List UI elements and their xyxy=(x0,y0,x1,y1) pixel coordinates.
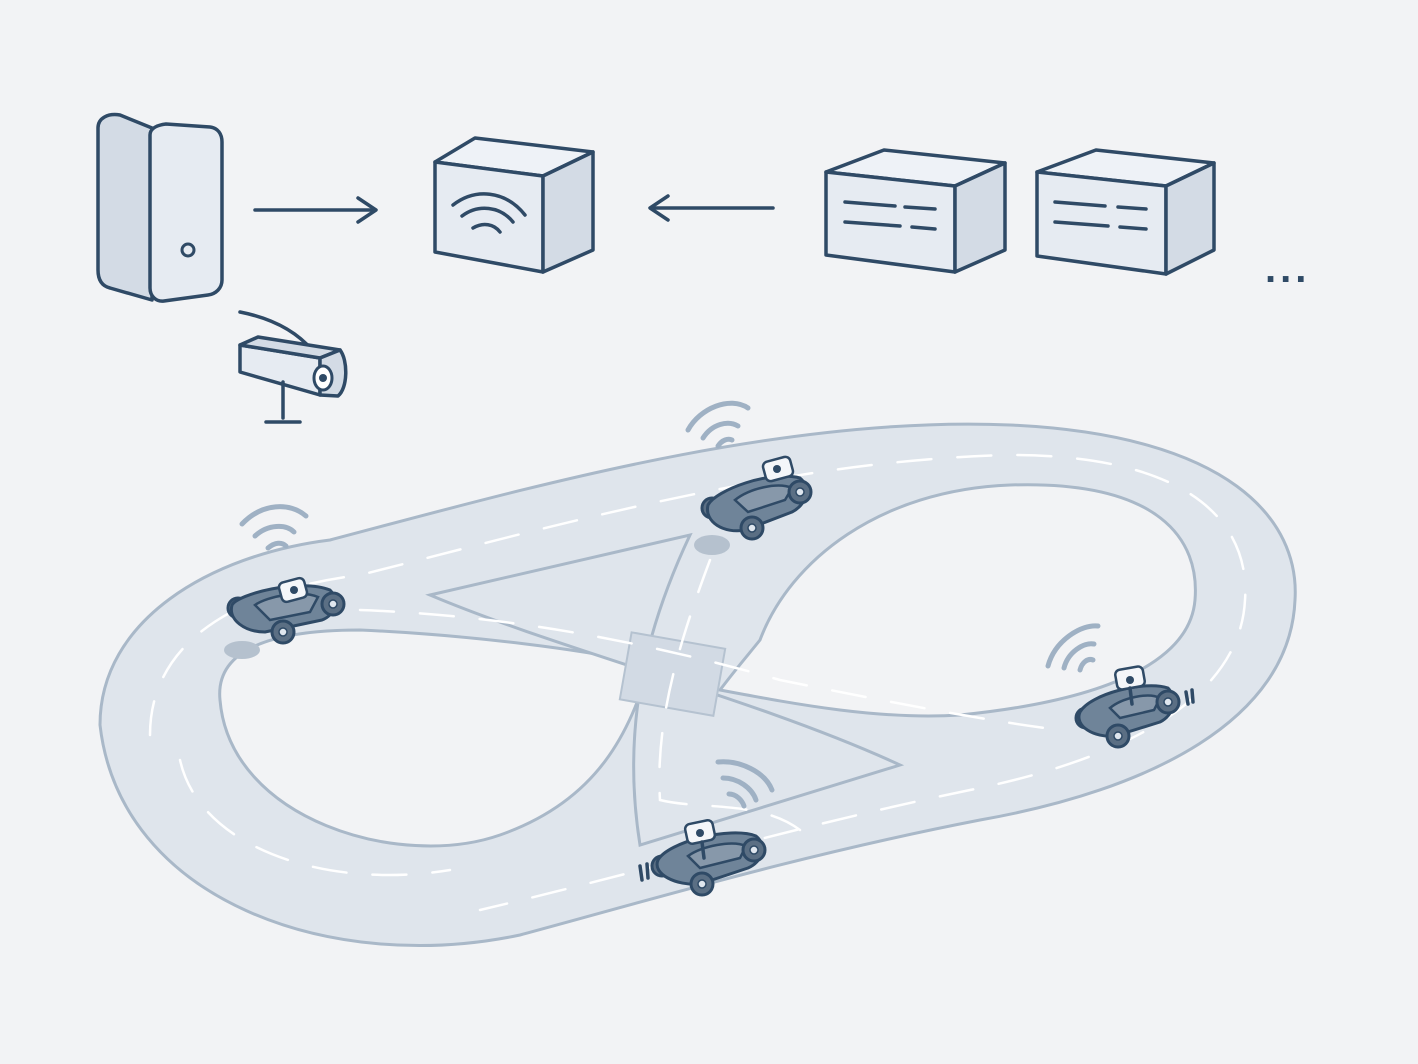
lane-marking-inner xyxy=(178,758,452,877)
wifi-router-icon xyxy=(433,136,595,274)
robot-car-icon-2 xyxy=(694,455,813,555)
wireless-signal-icon-4 xyxy=(715,759,775,809)
robot-car-icon-3 xyxy=(1074,665,1195,749)
server-rack-icon-1 xyxy=(824,148,1007,274)
wireless-signal-icon-3 xyxy=(1045,623,1101,673)
figure-eight-track xyxy=(98,422,1297,947)
surveillance-camera-icon xyxy=(238,310,348,424)
robot-car-icon-1 xyxy=(224,576,346,659)
lane-marking-loop xyxy=(358,608,1062,732)
wifi-symbol-icon xyxy=(451,192,527,234)
arrow-left xyxy=(648,194,775,222)
arrow-right xyxy=(253,196,378,224)
server-vent-lines xyxy=(1053,200,1148,231)
wireless-signal-icon-1 xyxy=(239,504,309,551)
lane-marking-cross xyxy=(658,558,802,832)
lane-marking-outer xyxy=(148,453,1247,912)
server-rack-icon-2 xyxy=(1035,148,1216,276)
wireless-signal-icon-2 xyxy=(685,400,751,449)
server-vent-lines xyxy=(843,200,937,231)
robot-car-icon-4 xyxy=(638,818,767,897)
edge-server-icon xyxy=(96,112,224,303)
track-inner-right xyxy=(717,483,1197,718)
ellipsis-text: ... xyxy=(1265,247,1310,291)
